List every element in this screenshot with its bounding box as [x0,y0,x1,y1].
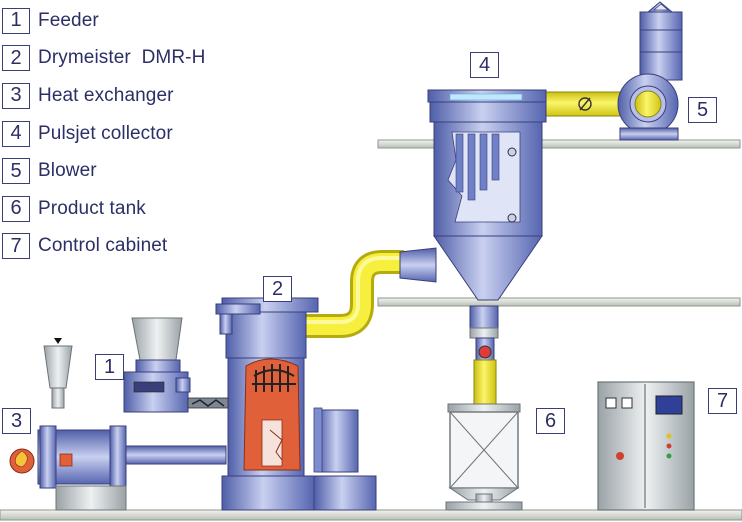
duct-damper-icon [578,97,592,111]
callout-control-cabinet: 7 [708,388,737,414]
control-cabinet [597,381,695,511]
legend-label: Heat exchanger [38,84,174,106]
legend: 1 Feeder 2 Drymeister DMR-H 3 Heat excha… [2,2,205,265]
callout-product-tank: 6 [536,408,565,434]
legend-row: 4 Pulsjet collector [2,115,205,153]
legend-label: Blower [38,160,97,182]
legend-row: 5 Blower [2,152,205,190]
callout-heat-exchanger: 3 [2,408,31,434]
legend-row: 2 Drymeister DMR-H [2,40,205,78]
callout-blower: 5 [688,97,717,123]
legend-label: Feeder [38,9,99,31]
legend-row: 3 Heat exchanger [2,77,205,115]
legend-number: 4 [2,120,30,147]
callout-collector: 4 [470,52,499,78]
rotary-valve-icon [478,345,492,359]
middle-platform [377,297,741,307]
feeder [123,317,229,413]
upper-platform [377,139,741,149]
legend-row: 6 Product tank [2,190,205,228]
down-arrow-icon [54,338,62,344]
drymeister [215,297,377,511]
heat-exchanger [9,338,227,511]
legend-row: 1 Feeder [2,2,205,40]
legend-number: 6 [2,195,30,222]
legend-number: 2 [2,45,30,72]
legend-label: Pulsjet collector [38,122,173,144]
legend-label: Product tank [38,197,146,219]
legend-number: 1 [2,7,30,34]
legend-number: 3 [2,82,30,109]
legend-label: Control cabinet [38,235,168,257]
callout-feeder: 1 [95,354,124,380]
callout-drymeister: 2 [263,276,292,302]
pulsjet-collector [427,89,547,361]
legend-row: 7 Control cabinet [2,228,205,266]
legend-number: 5 [2,158,30,185]
floor [0,509,742,521]
blower [617,1,683,141]
duct-to-tank [473,359,497,405]
legend-label: Drymeister DMR-H [38,47,206,69]
product-tank [445,403,523,511]
legend-number: 7 [2,233,30,260]
